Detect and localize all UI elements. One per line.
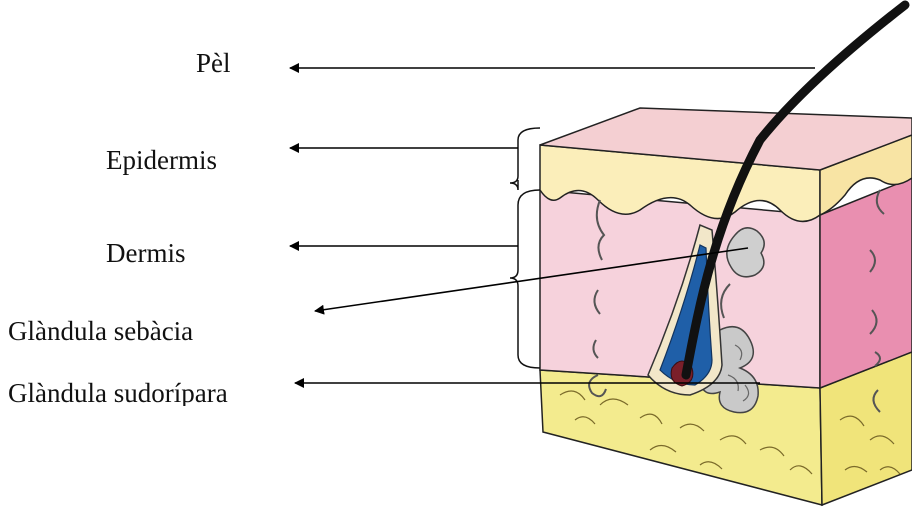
skin-block [510,5,912,505]
label-sweat-gland: Glàndula sudorípara [8,380,228,406]
label-dermis: Dermis [106,240,185,267]
label-pel: Pèl [196,50,231,77]
label-sebaceous-gland: Glàndula sebàcia [8,318,193,345]
dermis-side [820,178,912,388]
label-epidermis: Epidermis [106,147,217,174]
epidermis-bracket [510,128,540,190]
